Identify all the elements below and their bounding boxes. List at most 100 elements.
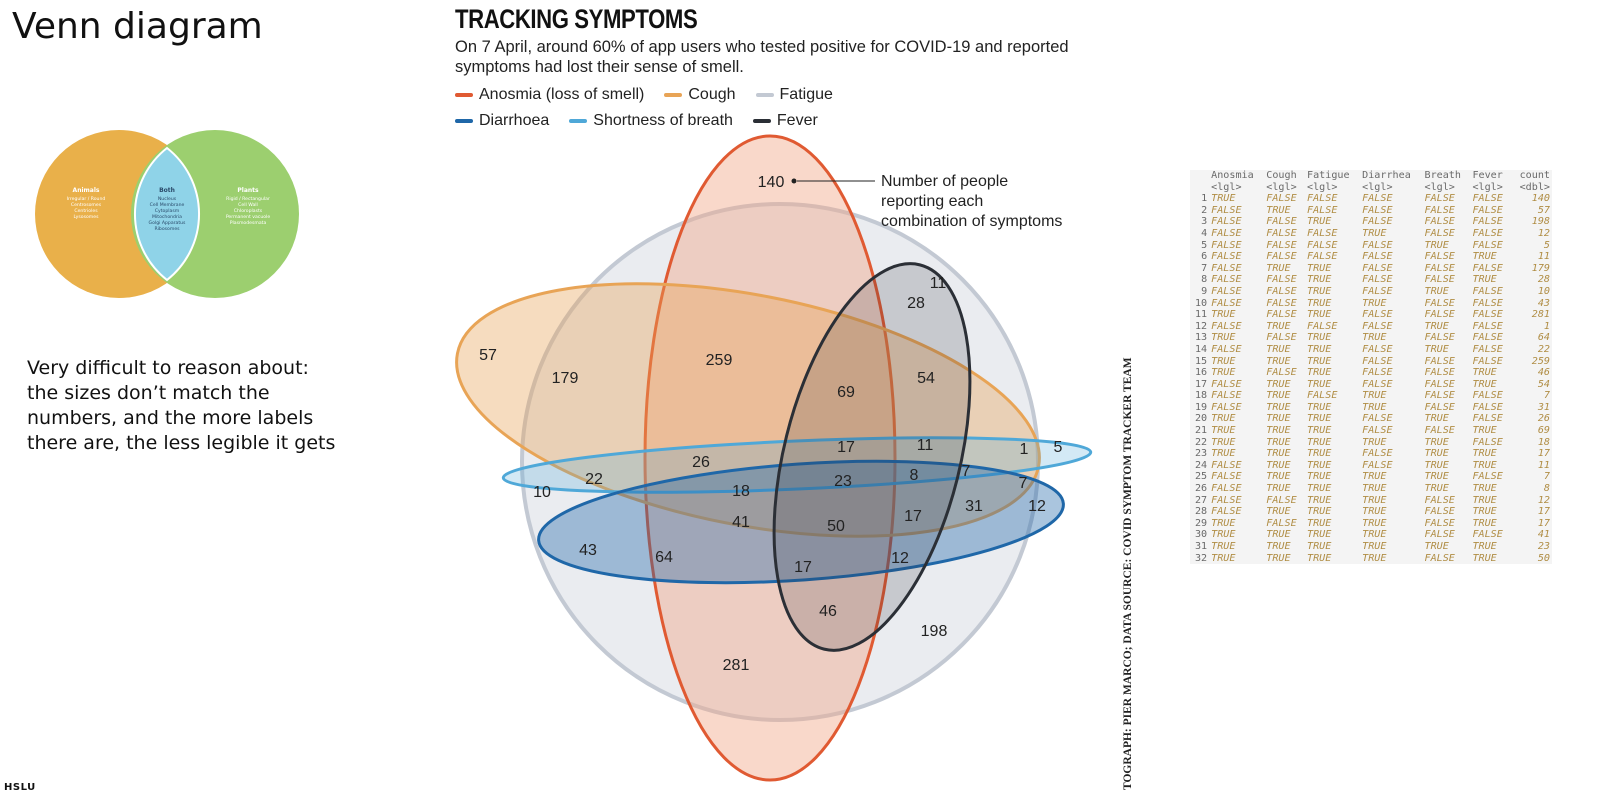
row-index: 1 (1201, 193, 1208, 205)
row-index: 17 (1194, 378, 1208, 390)
count-cell: 7 (1543, 390, 1550, 402)
mini-venn-both-item: Cytoplasm (155, 208, 180, 214)
symptom-cell: TRUE (1362, 332, 1387, 344)
symptom-cell: TRUE (1307, 401, 1332, 413)
symptom-cell: FALSE (1211, 204, 1242, 216)
symptom-cell: FALSE (1211, 297, 1242, 309)
region-count: 259 (706, 352, 733, 369)
row-index: 29 (1194, 517, 1208, 529)
symptom-cell: FALSE (1211, 320, 1242, 332)
region-count: 54 (917, 370, 935, 387)
table-type-cell: <lgl> (1362, 181, 1393, 193)
symptom-cell: FALSE (1266, 309, 1297, 321)
symptom-cell: FALSE (1472, 471, 1503, 483)
mini-venn-plants-item: Chloroplasts (234, 208, 263, 214)
symptom-cell: TRUE (1362, 227, 1387, 239)
symptom-cell: FALSE (1307, 320, 1338, 332)
symptom-cell: FALSE (1472, 262, 1503, 274)
count-cell: 198 (1531, 216, 1550, 228)
symptom-cell: FALSE (1211, 378, 1242, 390)
symptom-cell: TRUE (1362, 390, 1387, 402)
count-cell: 41 (1537, 529, 1550, 541)
symptom-cell: TRUE (1307, 541, 1332, 552)
legend-label: Fever (776, 112, 818, 129)
mini-venn-both-lens (133, 146, 201, 282)
symptom-cell: FALSE (1362, 425, 1393, 437)
symptom-cell: FALSE (1211, 390, 1242, 402)
symptom-cell: FALSE (1472, 332, 1503, 344)
symptom-cell: TRUE (1266, 529, 1291, 541)
region-count: 22 (585, 471, 603, 488)
symptom-cell: TRUE (1307, 494, 1332, 506)
symptom-cell: FALSE (1266, 227, 1297, 239)
symptom-cell: FALSE (1472, 390, 1503, 402)
symptom-cell: FALSE (1211, 459, 1242, 471)
symptom-cell: FALSE (1472, 285, 1503, 297)
region-count: 64 (655, 549, 673, 566)
venn-set-anosmia (643, 134, 897, 782)
symptom-cell: TRUE (1472, 251, 1497, 263)
symptom-cell: TRUE (1266, 448, 1291, 460)
row-index: 24 (1194, 459, 1208, 471)
symptom-cell: FALSE (1424, 204, 1455, 216)
symptom-cell: TRUE (1211, 309, 1236, 321)
symptom-cell: FALSE (1266, 517, 1297, 529)
region-count: 41 (732, 514, 750, 531)
mini-venn-both-title: Both (159, 187, 175, 194)
mini-venn-animals-title: Animals (73, 187, 100, 194)
row-index: 3 (1201, 216, 1208, 228)
count-cell: 259 (1531, 355, 1550, 367)
symptom-cell: TRUE (1307, 529, 1332, 541)
count-cell: 26 (1537, 413, 1550, 425)
symptom-cell: TRUE (1307, 471, 1332, 483)
symptom-cell: TRUE (1266, 390, 1291, 402)
symptom-cell: FALSE (1211, 262, 1242, 274)
mini-venn-both-item: Cell Membrane (150, 202, 185, 208)
symptom-cell: FALSE (1362, 239, 1393, 251)
count-cell: 12 (1537, 227, 1550, 239)
symptom-cell: TRUE (1424, 448, 1449, 460)
legend-item-diarrhoea: Diarrhoea (455, 112, 549, 130)
symptom-cell: TRUE (1472, 552, 1497, 564)
symptom-cell: TRUE (1307, 425, 1332, 437)
row-index: 14 (1194, 343, 1208, 355)
count-cell: 31 (1537, 401, 1550, 413)
symptom-cell: FALSE (1211, 274, 1242, 286)
count-cell: 46 (1537, 367, 1550, 379)
table-type-cell: <lgl> (1307, 181, 1338, 193)
region-count: 18 (732, 483, 750, 500)
symptom-cell: FALSE (1472, 529, 1503, 541)
symptom-cell: FALSE (1211, 494, 1242, 506)
symptom-cell: TRUE (1424, 436, 1449, 448)
count-cell: 1 (1543, 320, 1550, 332)
annotation-dot (791, 178, 797, 184)
count-cell: 11 (1537, 459, 1550, 471)
symptom-cell: FALSE (1266, 239, 1297, 251)
region-count: 69 (837, 384, 855, 401)
symptom-cell: TRUE (1211, 413, 1236, 425)
symptom-cell: TRUE (1266, 378, 1291, 390)
count-cell: 17 (1537, 506, 1550, 518)
legend-label: Shortness of breath (593, 112, 733, 129)
figure-title: TRACKING SYMPTOMS (455, 4, 698, 34)
row-index: 26 (1194, 483, 1208, 495)
count-cell: 23 (1537, 541, 1550, 552)
count-cell: 7 (1543, 471, 1550, 483)
symptom-cell: FALSE (1472, 320, 1503, 332)
symptom-cell: TRUE (1307, 262, 1332, 274)
region-count: 1 (1020, 441, 1029, 458)
symptom-cell: FALSE (1424, 332, 1455, 344)
symptom-cell: FALSE (1424, 529, 1455, 541)
symptom-cell: FALSE (1424, 401, 1455, 413)
symptom-cell: FALSE (1362, 204, 1393, 216)
